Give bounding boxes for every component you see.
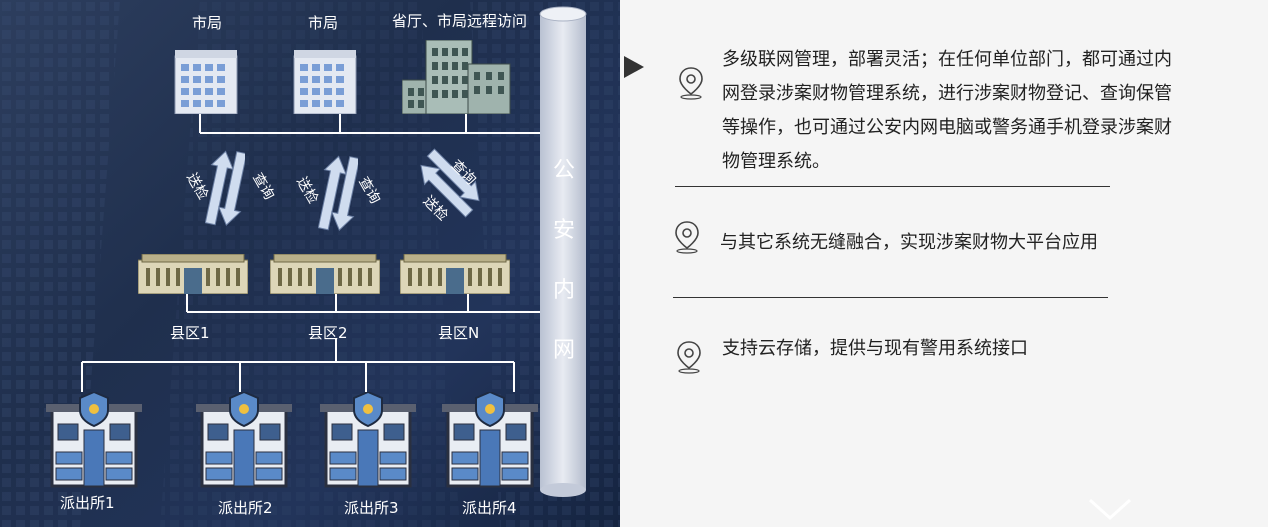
top-label-city-2: 市局 [308,14,339,32]
county-building-icon [138,254,248,294]
city-office-building-icon [174,50,238,114]
feature-line: 多级联网管理，部署灵活；在任何单位部门，都可通过内 [722,49,1172,70]
feature-text-cloud: 支持云存储，提供与现有警用系统接口 [722,332,1028,366]
police-station-icon [196,392,292,488]
province-office-buildings-icon [402,40,511,114]
pipe-char-1: 公 [553,158,576,183]
two-way-arrow-middle-icon [318,155,358,231]
county-label-n: 县区N [438,324,480,342]
feature-panel: 多级联网管理，部署灵活；在任何单位部门，都可通过内 网登录涉案财物管理系统，进行… [620,0,1268,527]
chevron-down-icon[interactable] [1086,494,1134,524]
divider [673,297,1108,298]
county-label-1: 县区1 [170,324,210,342]
police-station-icon [46,392,142,488]
location-pin-icon [679,67,703,100]
feature-text-integration: 与其它系统无缝融合，实现涉案财物大平台应用 [720,226,1098,260]
pipe-char-4: 网 [553,338,576,363]
top-label-city-1: 市局 [192,14,223,32]
station-label-1: 派出所1 [60,494,115,512]
pipe-char-2: 安 [553,218,576,243]
feature-line: 与其它系统无缝融合，实现涉案财物大平台应用 [720,232,1098,253]
station-label-3: 派出所3 [344,499,399,517]
station-label-2: 派出所2 [218,499,273,517]
police-station-icon [442,392,538,488]
connection-lines [81,112,545,392]
feature-text-multilevel: 多级联网管理，部署灵活；在任何单位部门，都可通过内 网登录涉案财物管理系统，进行… [722,43,1172,179]
county-label-2: 县区2 [308,324,348,342]
divider [675,186,1110,187]
station-label-4: 派出所4 [462,499,517,517]
intranet-pipe [539,6,587,497]
feature-line: 等操作，也可通过公安内网电脑或警务通手机登录涉案财 [722,117,1172,138]
pipe-char-3: 内 [553,278,576,303]
county-building-icon [270,254,380,294]
network-diagram-panel: 市局 市局 省厅、市局远程访问 [0,0,620,527]
police-station-icon [320,392,416,488]
feature-line: 物管理系统。 [722,151,830,172]
county-building-icon [400,254,510,294]
location-pin-icon [675,221,699,254]
feature-line: 网登录涉案财物管理系统，进行涉案财物登记、查询保管 [722,83,1172,104]
feature-line: 支持云存储，提供与现有警用系统接口 [722,338,1028,359]
city-office-building-icon [293,50,357,114]
play-triangle-icon [624,56,644,78]
top-label-remote: 省厅、市局远程访问 [392,12,528,30]
location-pin-icon [677,341,701,374]
two-way-arrow-right-icon [420,148,480,218]
two-way-arrow-left-icon [205,150,245,226]
